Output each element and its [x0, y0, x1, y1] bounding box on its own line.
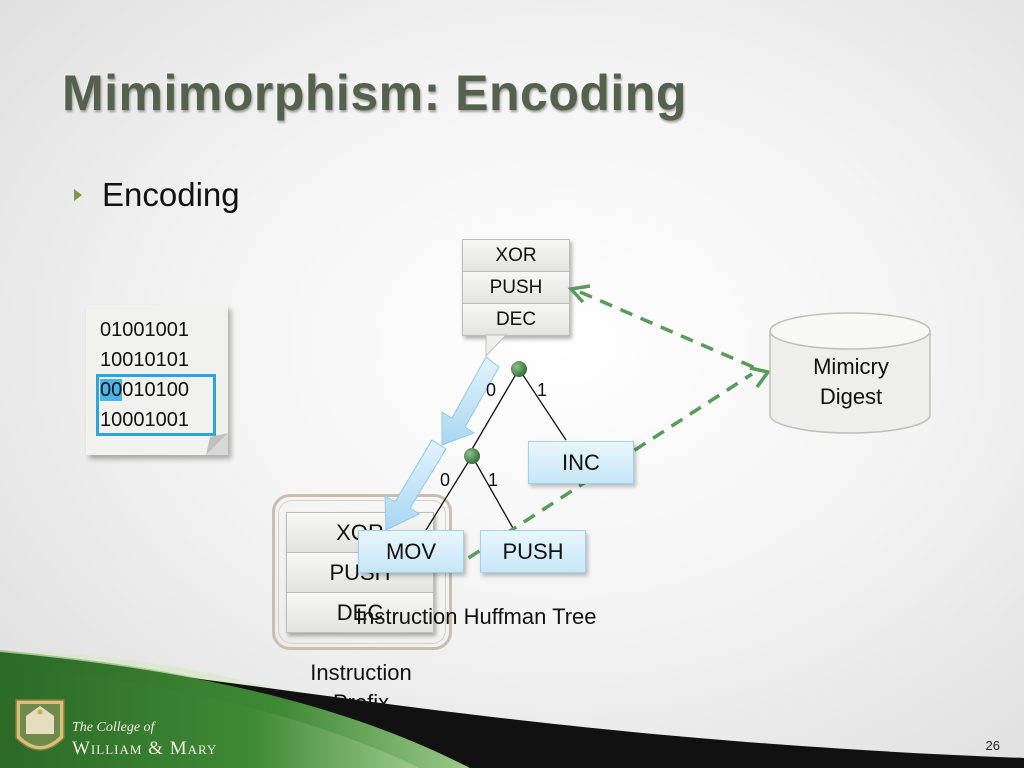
binary-block: 01001001 10010101 00010100 10001001 [86, 305, 228, 455]
prefix-caption-line1: Instruction [310, 660, 412, 685]
tree-root-node [511, 361, 527, 377]
college-wordmark: The College of William & Mary [72, 720, 217, 760]
college-line1: The College of [72, 720, 155, 735]
binary-line-4: 10001001 [100, 409, 189, 431]
huffman-tree-caption: Instruction Huffman Tree [356, 604, 597, 629]
bullet-item: Encoding [74, 176, 240, 214]
edge-child-1 [471, 455, 515, 531]
tree-inner-node [464, 448, 480, 464]
edge-label-child-0: 0 [440, 470, 451, 490]
binary-line-3-rest: 010100 [122, 379, 189, 401]
digest-line2: Digest [819, 384, 883, 409]
edge-label-root-0: 0 [486, 380, 497, 400]
arrow-stack-to-tree [441, 356, 500, 446]
binary-line-2: 10010101 [100, 349, 189, 371]
leaf-mov: MOV [358, 530, 464, 573]
edge-label-child-1: 1 [488, 470, 499, 490]
digest-cylinder-top [769, 312, 931, 350]
prefix-caption-line2: Prefix [332, 690, 390, 715]
arrow-tree-to-digest-head [749, 366, 771, 389]
edge-label-root-1: 1 [537, 380, 548, 400]
binary-line-3: 00010100 [100, 379, 189, 402]
arrow-tree-to-prefix [384, 439, 447, 531]
binary-highlight: 00 [100, 379, 123, 401]
stack-top-dec: DEC [463, 304, 569, 335]
college-line2: William & Mary [72, 738, 218, 759]
stack-top-xor: XOR [463, 240, 569, 272]
stack-top-push: PUSH [463, 272, 569, 304]
digest-line1: Mimicry [813, 354, 889, 379]
arrow-digest-to-stack-head [567, 284, 591, 304]
instruction-stack-top: XOR PUSH DEC [462, 239, 570, 336]
bullet-arrow-icon [74, 189, 82, 201]
edge-root-1 [518, 368, 567, 441]
binary-line-1: 01001001 [100, 319, 189, 341]
digest-cylinder-body [769, 331, 931, 434]
edge-root-0 [467, 368, 520, 457]
edge-child-0 [425, 455, 473, 531]
leaf-push: PUSH [480, 530, 586, 573]
binary-selection-box [96, 374, 216, 436]
bullet-text: Encoding [102, 176, 240, 213]
page-title: Mimimorphism: Encoding [62, 65, 687, 121]
stack-prefix-dec: DEC [287, 593, 433, 632]
arrow-digest-to-stack [579, 290, 761, 372]
mimicry-digest-label: Mimicry Digest [772, 352, 930, 412]
slide-number: 26 [985, 738, 1000, 753]
leaf-inc: INC [528, 441, 634, 484]
